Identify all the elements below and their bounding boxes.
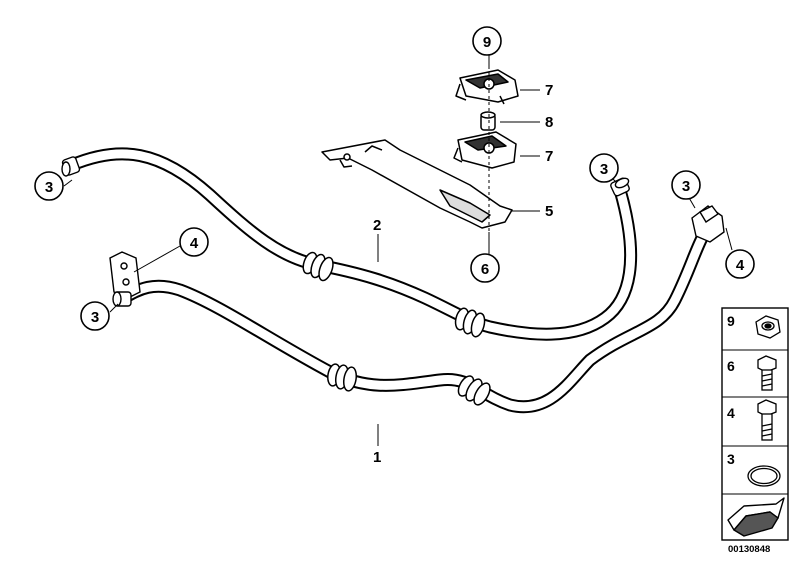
- label-8: 8: [545, 114, 553, 131]
- legend-item-4: 4: [727, 399, 777, 441]
- svg-text:3: 3: [600, 161, 608, 178]
- svg-text:4: 4: [736, 257, 745, 274]
- pipe-2: [65, 147, 638, 341]
- sealing-ring-icon: [747, 465, 781, 487]
- label-2: 2: [373, 217, 381, 234]
- pipe-2-coupling-right: [454, 307, 486, 338]
- diagram-code: 00130848: [728, 544, 770, 555]
- label-7-upper: 7: [545, 82, 553, 99]
- callout-3-far-right: 3: [671, 170, 701, 200]
- label-7-lower: 7: [545, 148, 553, 165]
- direction-arrow-icon: [727, 497, 785, 537]
- clip-7-upper: [455, 69, 519, 105]
- svg-text:9: 9: [727, 313, 735, 329]
- legend-item-3: 3: [727, 451, 781, 487]
- holder-bracket-5: [321, 139, 513, 229]
- callout-3-left-bottom: 3: [80, 301, 110, 331]
- svg-text:9: 9: [483, 34, 491, 51]
- hex-bolt-long-icon: [757, 399, 777, 441]
- pipe-1-coupling-left: [327, 363, 358, 392]
- pipe-1-left-fitting: [112, 291, 132, 307]
- legend-item-6: 6: [727, 355, 777, 391]
- legend-item-9: 9: [727, 313, 781, 339]
- pipe-1-right-fitting: [691, 205, 725, 243]
- callout-4-left: 4: [179, 227, 209, 257]
- label-5: 5: [545, 203, 553, 220]
- pipe-2-coupling-left: [302, 251, 334, 282]
- svg-text:4: 4: [727, 405, 735, 421]
- callout-9: 9: [472, 26, 502, 56]
- svg-text:6: 6: [481, 261, 489, 278]
- pipe-1: [113, 225, 712, 414]
- callout-3-mid-right: 3: [589, 153, 619, 183]
- svg-text:3: 3: [45, 179, 53, 196]
- hex-bolt-short-icon: [757, 355, 777, 391]
- clip-7-lower: [453, 131, 517, 169]
- callout-6: 6: [470, 253, 500, 283]
- legend-item-arrow: [727, 497, 785, 537]
- legend-panel: 9 6 4: [721, 307, 789, 541]
- sleeve-8: [480, 111, 496, 131]
- pipe-1-coupling-right: [457, 375, 491, 406]
- hex-nut-icon: [755, 315, 781, 339]
- svg-text:3: 3: [91, 309, 99, 326]
- svg-text:3: 3: [682, 178, 690, 195]
- pipe-2-right-fitting: [610, 177, 630, 197]
- pipe-1-bracket: [109, 251, 141, 299]
- pipe-2-left-fitting: [61, 156, 81, 177]
- callout-4-right: 4: [725, 249, 755, 279]
- svg-text:4: 4: [190, 235, 199, 252]
- callout-3-left-top: 3: [34, 171, 64, 201]
- svg-text:3: 3: [727, 451, 735, 467]
- leader-lines: [63, 54, 733, 446]
- label-1: 1: [373, 449, 381, 466]
- svg-text:6: 6: [727, 358, 735, 374]
